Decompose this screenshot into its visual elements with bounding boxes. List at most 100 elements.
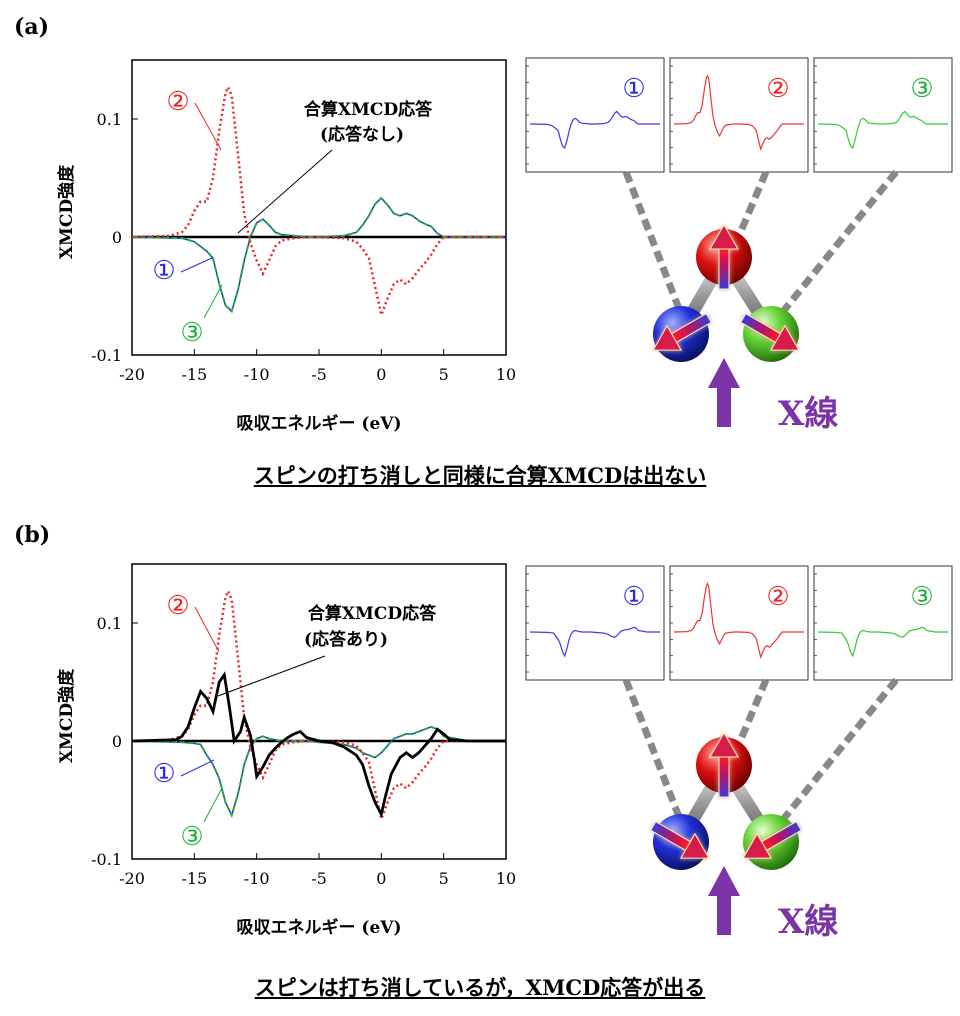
panel-caption: スピンは打ち消しているが，XMCD応答が出る (254, 975, 706, 1000)
connector-1 (622, 678, 685, 824)
leader-site-2 (194, 102, 222, 151)
xray-label: X線 (778, 394, 838, 434)
inset-line (673, 582, 804, 660)
spin-arrows (652, 224, 800, 351)
label-site-2: ② (166, 87, 189, 117)
leader-site-1 (180, 257, 213, 273)
spin-arrow-green (740, 312, 800, 351)
y-axis-label: XMCD強度 (56, 668, 77, 763)
inset-frame (525, 57, 665, 173)
annotation-leader (217, 655, 326, 697)
inset-spectrum-3: ③ (813, 565, 953, 681)
inset-line (817, 626, 948, 658)
series-lines (131, 587, 506, 824)
xray-label: X線 (778, 902, 838, 942)
inset-label: ③ (910, 74, 933, 104)
chart-annotations: 合算XMCD応答 (応答なし) ② ① ③ (152, 87, 433, 348)
connector-3 (778, 169, 899, 317)
x-tick-label: -10 (244, 365, 270, 384)
panel-caption: スピンの打ち消しと同様に合算XMCDは出ない (253, 463, 707, 488)
series-lines (131, 83, 506, 320)
series-line-1 (131, 197, 506, 313)
inset-spectrum-3: ③ (813, 57, 953, 173)
xray-arrow-icon (708, 358, 740, 427)
annotation-line2: (応答あり) (304, 629, 388, 650)
inset-frame (525, 565, 665, 681)
panel-label: (a) (14, 14, 50, 40)
inset-label: ③ (910, 582, 933, 612)
series-line-3 (131, 196, 506, 314)
leader-site-2 (194, 606, 220, 653)
spin-arrow-red (709, 224, 739, 290)
series-line-2 (131, 587, 506, 824)
xray-arrow-icon (708, 866, 740, 935)
inset-spectrum-2: ② (669, 565, 809, 681)
inset-connectors (622, 677, 899, 825)
inset-frame (669, 57, 809, 173)
annotation-line1: 合算XMCD応答 (308, 603, 437, 624)
series-line-4 (131, 671, 506, 819)
y-tick-label: 0 (112, 228, 122, 247)
label-site-3: ③ (180, 318, 203, 348)
label-site-3: ③ (180, 822, 203, 852)
annotation-line2: (応答なし) (320, 124, 404, 145)
annotation-leader (237, 149, 333, 234)
x-tick-label: -15 (181, 365, 207, 384)
inset-line (673, 74, 804, 152)
x-tick-label: -20 (119, 365, 145, 384)
x-tick-label: 10 (496, 365, 516, 384)
spin-arrow-blue (652, 312, 712, 351)
x-tick-label: -5 (311, 365, 327, 384)
inset-line (529, 110, 660, 149)
x-tick-label: 5 (439, 869, 449, 888)
y-tick-label: 0.1 (97, 614, 122, 633)
x-tick-label: 0 (376, 869, 386, 888)
panel-label: (b) (14, 522, 51, 548)
connector-3 (778, 677, 899, 825)
spin-arrow-red (709, 732, 739, 798)
spin-arrow-green (742, 820, 802, 859)
x-tick-label: -20 (119, 869, 145, 888)
label-site-1: ① (152, 256, 175, 286)
inset-connectors (622, 169, 899, 317)
x-tick-label: 0 (376, 365, 386, 384)
leader-site-3 (203, 787, 223, 823)
inset-label: ② (766, 582, 789, 612)
x-tick-label: 5 (439, 365, 449, 384)
spin-triangle: X線 (652, 224, 838, 434)
leader-site-1 (180, 759, 215, 777)
inset-spectrum-1: ① (525, 57, 665, 173)
label-site-2: ② (166, 591, 189, 621)
x-tick-label: -10 (244, 869, 270, 888)
y-tick-label: 0.1 (97, 110, 122, 129)
x-axis-label: 吸収エネルギー (eV) (236, 918, 401, 938)
y-axis-label: XMCD強度 (56, 164, 77, 259)
spin-arrow-blue (650, 820, 710, 859)
inset-spectra: ① ② ③ (525, 565, 953, 681)
inset-label: ① (622, 74, 645, 104)
label-site-1: ① (152, 759, 175, 789)
y-tick-label: 0 (112, 732, 122, 751)
x-axis-label: 吸収エネルギー (eV) (236, 414, 401, 434)
spin-arrows (650, 732, 802, 859)
x-tick-label: -5 (311, 869, 327, 888)
chart-annotations: 合算XMCD応答 (応答あり) ② ① ③ (152, 591, 437, 852)
x-tick-label: -15 (181, 869, 207, 888)
y-tick-label: -0.1 (91, 850, 122, 869)
annotation-line1: 合算XMCD応答 (304, 99, 433, 120)
inset-frame (813, 57, 953, 173)
leader-site-3 (203, 284, 223, 319)
inset-spectrum-2: ② (669, 57, 809, 173)
connector-1 (622, 170, 685, 316)
spin-triangle: X線 (650, 732, 838, 942)
inset-label: ① (622, 582, 645, 612)
inset-frame (669, 565, 809, 681)
